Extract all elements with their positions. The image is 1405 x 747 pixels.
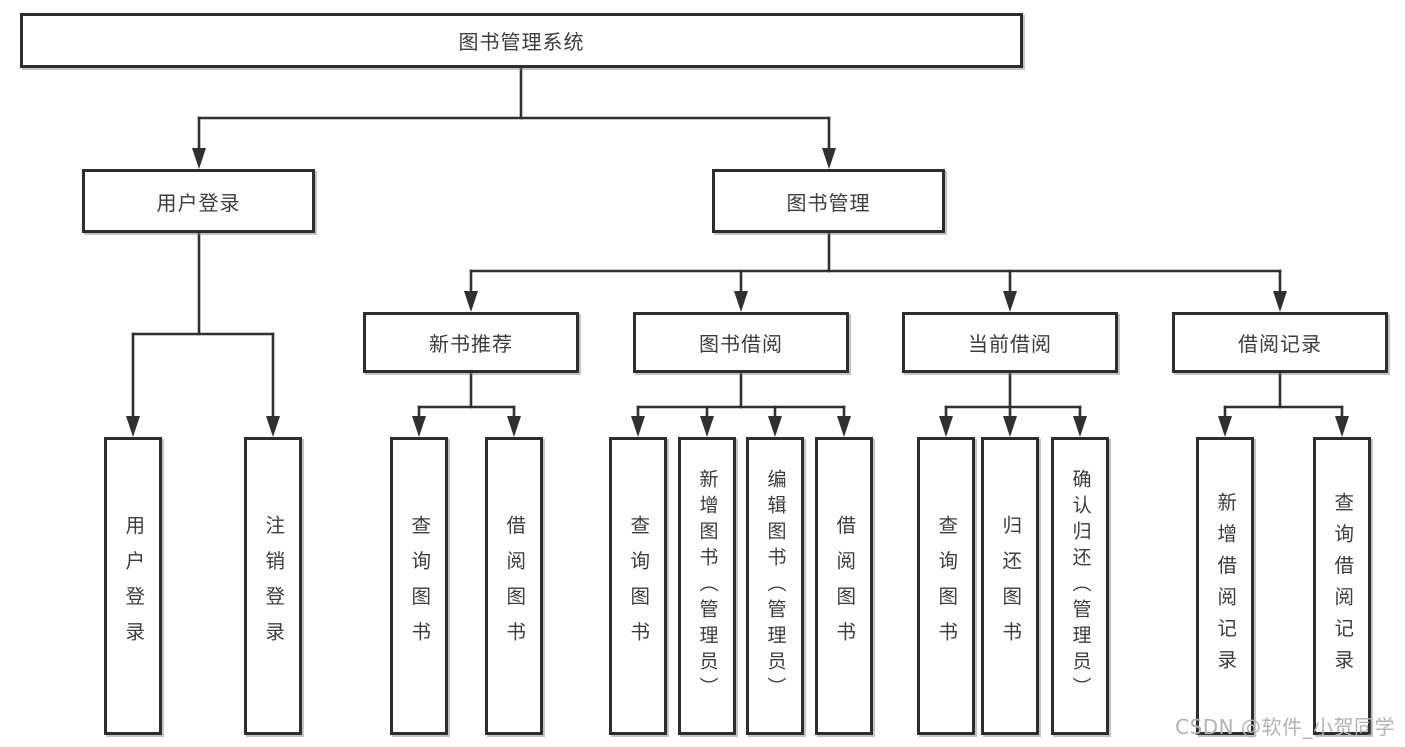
- node-bb-query-books-label: 查询图书: [626, 515, 650, 657]
- node-nbr-query-books: 查询图书: [390, 437, 448, 735]
- node-cb-query-books-label: 查询图书: [934, 515, 958, 657]
- node-user-login-leaf: 用户登录: [104, 437, 162, 735]
- node-bb-add-books: 新增图书（管理员）: [678, 437, 736, 735]
- node-br-query-record-label: 查询借阅记录: [1330, 491, 1354, 681]
- node-br-add-record: 新增借阅记录: [1196, 437, 1254, 735]
- node-nbr-borrow-books: 借阅图书: [485, 437, 543, 735]
- node-cb-return-books-label: 归还图书: [998, 515, 1022, 657]
- csdn-watermark: CSDN @软件_小贺同学: [1175, 715, 1395, 739]
- arrowheads: [126, 148, 1349, 437]
- node-bb-borrow-books-label: 借阅图书: [832, 515, 856, 657]
- node-bb-query-books: 查询图书: [609, 437, 667, 735]
- node-cb-return-books: 归还图书: [981, 437, 1039, 735]
- node-user-login-leaf-label: 用户登录: [121, 515, 145, 657]
- node-bb-edit-books-label: 编辑图书（管理员）: [764, 469, 787, 703]
- node-logout-leaf: 注销登录: [244, 437, 302, 735]
- node-nbr-query-books-label: 查询图书: [407, 515, 431, 657]
- node-borrow-records-label: 借阅记录: [1238, 332, 1322, 356]
- node-user-login-label: 用户登录: [156, 190, 241, 215]
- node-bb-add-books-label: 新增图书（管理员）: [696, 469, 719, 703]
- node-bb-edit-books: 编辑图书（管理员）: [746, 437, 804, 735]
- node-br-query-record: 查询借阅记录: [1313, 437, 1371, 735]
- node-bb-borrow-books: 借阅图书: [815, 437, 873, 735]
- node-br-add-record-label: 新增借阅记录: [1213, 491, 1237, 681]
- node-new-book-rec-label: 新书推荐: [429, 332, 513, 356]
- node-root-label: 图书管理系统: [458, 30, 585, 54]
- node-current-borrow: 当前借阅: [902, 312, 1118, 373]
- node-book-mgmt-label: 图书管理: [786, 190, 871, 215]
- node-book-mgmt: 图书管理: [712, 169, 945, 233]
- node-new-book-rec: 新书推荐: [363, 312, 579, 373]
- node-book-borrow: 图书借阅: [633, 312, 849, 373]
- node-borrow-records: 借阅记录: [1172, 312, 1388, 373]
- node-nbr-borrow-books-label: 借阅图书: [502, 515, 526, 657]
- node-cb-confirm-return-label: 确认归还（管理员）: [1069, 469, 1092, 703]
- node-user-login: 用户登录: [82, 169, 315, 233]
- node-book-borrow-label: 图书借阅: [699, 332, 783, 356]
- node-cb-confirm-return: 确认归还（管理员）: [1051, 437, 1109, 735]
- node-current-borrow-label: 当前借阅: [968, 332, 1052, 356]
- node-cb-query-books: 查询图书: [917, 437, 975, 735]
- node-root: 图书管理系统: [20, 13, 1023, 68]
- node-logout-leaf-label: 注销登录: [261, 515, 285, 657]
